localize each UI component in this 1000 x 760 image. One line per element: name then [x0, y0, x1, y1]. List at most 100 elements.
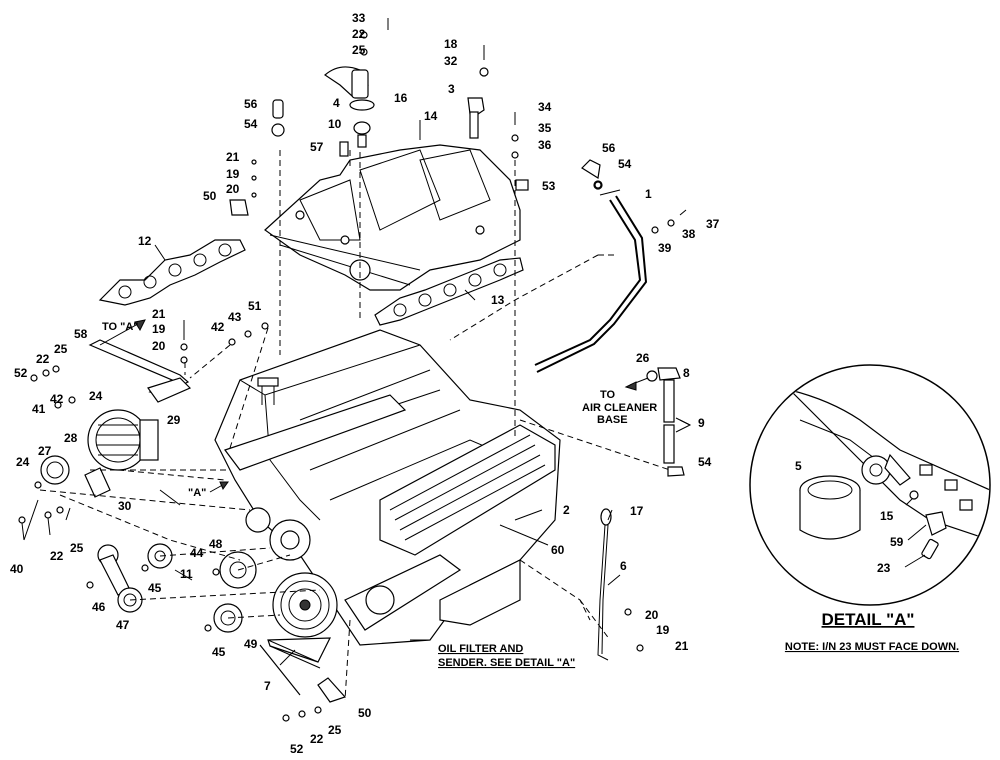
hardware	[18, 18, 687, 722]
callout-23: 23	[877, 561, 891, 575]
callout-2: 2	[563, 503, 570, 517]
callout-24-top: 24	[89, 389, 103, 403]
arrow-to-a	[99, 319, 146, 346]
callout-22-left: 22	[36, 352, 50, 366]
callout-7: 7	[264, 679, 271, 693]
callout-48: 48	[209, 537, 223, 551]
belt-tensioner	[97, 544, 143, 613]
callout-22-lower: 22	[50, 549, 64, 563]
callout-56-top: 56	[244, 97, 258, 111]
callout-10: 10	[328, 117, 342, 131]
callout-53: 53	[542, 179, 556, 193]
callout-45-left: 45	[148, 581, 162, 595]
callout-54-mid: 54	[698, 455, 712, 469]
callout-25-left: 25	[54, 342, 68, 356]
callout-29: 29	[167, 413, 181, 427]
arrow-a-marker	[209, 481, 229, 493]
callout-19-right: 19	[656, 623, 670, 637]
callout-57: 57	[310, 140, 324, 154]
callout-25-lower: 25	[70, 541, 84, 555]
callout-46: 46	[92, 600, 106, 614]
bracket-29	[147, 377, 192, 403]
callout-14: 14	[424, 109, 438, 123]
callout-32: 32	[444, 54, 458, 68]
to-air-cleaner-line2: AIR CLEANER	[582, 402, 657, 414]
callout-45-bottom: 45	[212, 645, 226, 659]
callout-41: 41	[32, 402, 46, 416]
callout-43: 43	[228, 310, 242, 324]
callout-39: 39	[658, 241, 672, 255]
callout-6: 6	[620, 559, 627, 573]
callout-40: 40	[10, 562, 24, 576]
callout-22: 22	[352, 27, 366, 41]
callout-17: 17	[630, 504, 644, 518]
sensor-3	[467, 97, 485, 139]
callout-49: 49	[244, 637, 258, 651]
callout-1: 1	[645, 187, 652, 201]
arrow-to-air-cleaner	[624, 377, 649, 391]
callout-25: 25	[352, 43, 366, 57]
intake-manifold	[264, 144, 521, 291]
callout-52-left: 52	[14, 366, 28, 380]
gasket-13	[374, 257, 524, 326]
callout-44: 44	[190, 546, 204, 560]
callout-47: 47	[116, 618, 130, 632]
callout-21-mid: 21	[152, 307, 166, 321]
vent-hose-9	[646, 367, 685, 477]
bracket-50-bottom	[317, 677, 347, 703]
callout-18: 18	[444, 37, 458, 51]
gasket-12	[98, 239, 246, 306]
callout-50-bottom: 50	[358, 706, 372, 720]
callout-16: 16	[394, 91, 408, 105]
callout-27: 27	[38, 444, 52, 458]
callout-21-top: 21	[226, 150, 240, 164]
callout-24-left: 24	[16, 455, 30, 469]
a-marker-label: "A"	[188, 487, 206, 499]
callout-3: 3	[448, 82, 455, 96]
callout-54-top: 54	[244, 117, 258, 131]
detail-a-title: DETAIL "A"	[822, 610, 915, 629]
dipstick-tube	[534, 159, 648, 373]
callout-50-top: 50	[203, 189, 217, 203]
callout-20-right: 20	[645, 608, 659, 622]
bracket-30	[84, 467, 111, 498]
callout-60: 60	[551, 543, 565, 557]
callout-42-mid: 42	[211, 320, 225, 334]
callout-21-right: 21	[675, 639, 689, 653]
annotations: TO "A" "A" TO AIR CLEANER BASE OIL FILTE…	[102, 321, 657, 669]
callout-59: 59	[890, 535, 904, 549]
callout-37: 37	[706, 217, 720, 231]
callout-19-mid: 19	[152, 322, 166, 336]
callout-56-right: 56	[602, 141, 616, 155]
callout-26: 26	[636, 351, 650, 365]
callout-19-top: 19	[226, 167, 240, 181]
callout-28: 28	[64, 431, 78, 445]
callout-34: 34	[538, 100, 552, 114]
to-air-cleaner-line1: TO	[600, 389, 616, 401]
callout-35: 35	[538, 121, 552, 135]
to-a-label: TO "A"	[102, 321, 139, 333]
detail-a: 5 15 59 23 DETAIL "A" NOTE: I/N 23 MUST …	[749, 364, 991, 653]
callout-8: 8	[683, 366, 690, 380]
engine-block	[214, 329, 561, 646]
callout-58: 58	[74, 327, 88, 341]
oil-filter-note-line1: OIL FILTER AND	[438, 643, 523, 655]
solid-leaders	[21, 120, 692, 666]
callout-33: 33	[352, 11, 366, 25]
callout-labels: 33 22 25 18 32 3 16 4 56 54 10 14 34 35 …	[10, 11, 720, 756]
callout-42-left: 42	[50, 392, 64, 406]
callout-30: 30	[118, 499, 132, 513]
callout-54-right: 54	[618, 157, 632, 171]
callout-5: 5	[795, 459, 802, 473]
callout-20-top: 20	[226, 182, 240, 196]
callout-52-bottom: 52	[290, 742, 304, 756]
callout-11: 11	[180, 567, 193, 581]
detail-a-note: NOTE: I/N 23 MUST FACE DOWN.	[785, 641, 959, 653]
callout-38: 38	[682, 227, 696, 241]
thermostat-housing	[324, 66, 375, 148]
callout-36: 36	[538, 138, 552, 152]
callout-4: 4	[333, 96, 340, 110]
dipstick	[597, 508, 612, 661]
callout-13: 13	[491, 293, 505, 307]
callout-22-bottom: 22	[310, 732, 324, 746]
